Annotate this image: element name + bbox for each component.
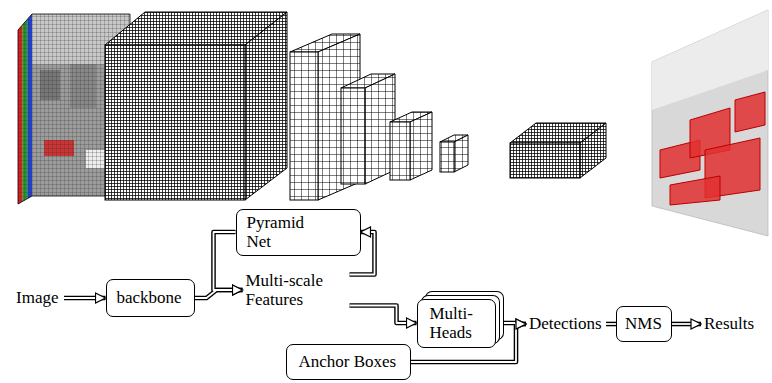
- cuboid-front: [341, 88, 365, 184]
- image-face: [652, 10, 768, 236]
- connector-core: [195, 290, 243, 298]
- connector-core: [64, 297, 106, 299]
- node-text: backbone: [117, 288, 184, 307]
- node-text: Image: [16, 288, 60, 307]
- image-sky: [652, 10, 768, 110]
- output-label: Detections: [526, 312, 606, 336]
- process-box: Anchor Boxes: [286, 344, 411, 380]
- output-image: [652, 10, 768, 236]
- node-text: Multi-scale Features: [246, 271, 346, 309]
- cuboid-side: [580, 123, 606, 178]
- process-box: backbone: [106, 279, 195, 317]
- pyramid-volumes: [290, 34, 468, 200]
- node-text: Results: [704, 314, 756, 333]
- cuboid-front: [390, 122, 410, 180]
- cuboid-front: [290, 52, 318, 200]
- output-label: Results: [701, 312, 759, 336]
- input-label: Image: [12, 286, 64, 310]
- cuboid-side: [454, 135, 468, 172]
- cuboid-side: [245, 12, 287, 200]
- cuboid-side: [410, 112, 432, 180]
- detection-box: [735, 92, 765, 132]
- stacked-head-box: Multi- Heads: [417, 299, 496, 348]
- node-text: Anchor Boxes: [299, 352, 398, 371]
- node-text: NMS: [625, 314, 663, 333]
- cuboid-front: [105, 45, 245, 200]
- cuboid-front: [440, 142, 454, 172]
- cuboid-front: [510, 143, 580, 178]
- process-box: Pyramid Net: [236, 209, 361, 256]
- node-text: Pyramid Net: [247, 213, 317, 251]
- node-text: Detections: [529, 314, 603, 333]
- connector-core: [672, 323, 701, 325]
- head-volume: [510, 123, 606, 178]
- flow-connector: [672, 322, 701, 327]
- backbone-volume: [105, 12, 287, 200]
- flow-connector: [64, 296, 106, 301]
- feature-label: Multi-scale Features: [243, 269, 350, 312]
- detection-box: [670, 176, 720, 205]
- process-box: NMS: [616, 306, 672, 342]
- connector-core: [606, 323, 616, 325]
- connector-core: [350, 306, 417, 324]
- flow-connector: [606, 322, 616, 327]
- flow-connector: [350, 306, 417, 324]
- node-text: Multi- Heads: [430, 304, 482, 342]
